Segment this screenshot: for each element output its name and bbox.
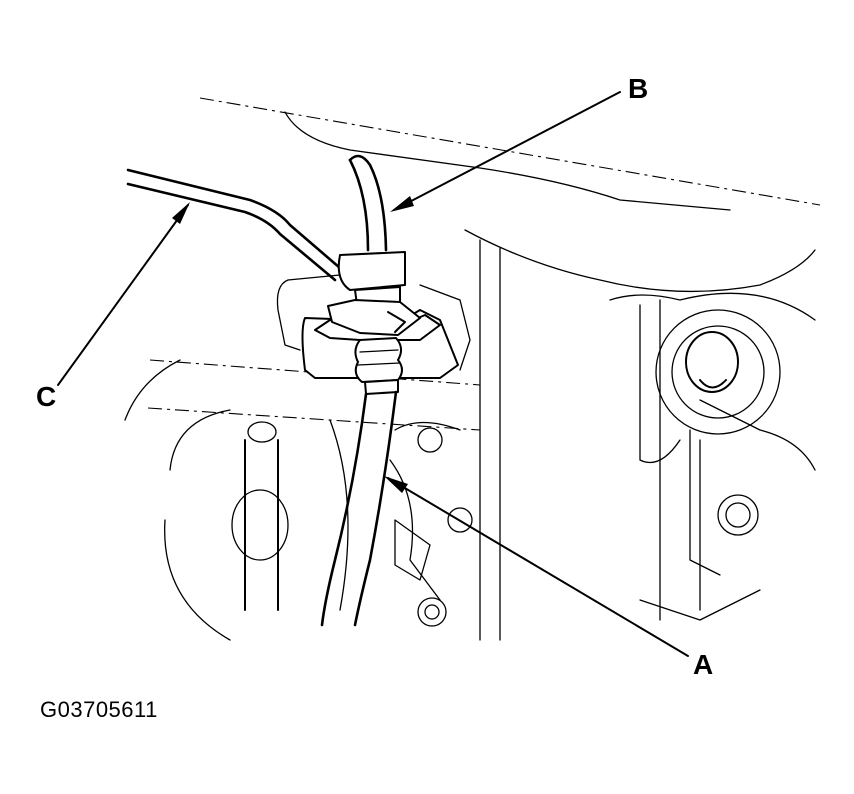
arrowhead-c-icon: [172, 202, 190, 224]
figure-id: G03705611: [40, 697, 158, 722]
lower-suspension-parts: [124, 359, 473, 641]
leader-line-b: [393, 91, 621, 211]
background-body-outline: [147, 97, 821, 641]
callout-label-a: A: [693, 649, 713, 680]
leader-lines: [57, 91, 689, 657]
leader-line-a: [387, 477, 689, 657]
callout-label-c: C: [36, 381, 56, 412]
bracket-bolt-right: [655, 309, 781, 611]
banjo-pipe-b: [337, 154, 406, 313]
flexible-hose-a: [320, 337, 403, 627]
arrowhead-b-icon: [390, 196, 414, 212]
leader-line-c: [57, 204, 189, 386]
callout-label-b: B: [628, 73, 648, 104]
brake-line-c: [126, 168, 342, 282]
arrowhead-a-icon: [384, 476, 408, 493]
